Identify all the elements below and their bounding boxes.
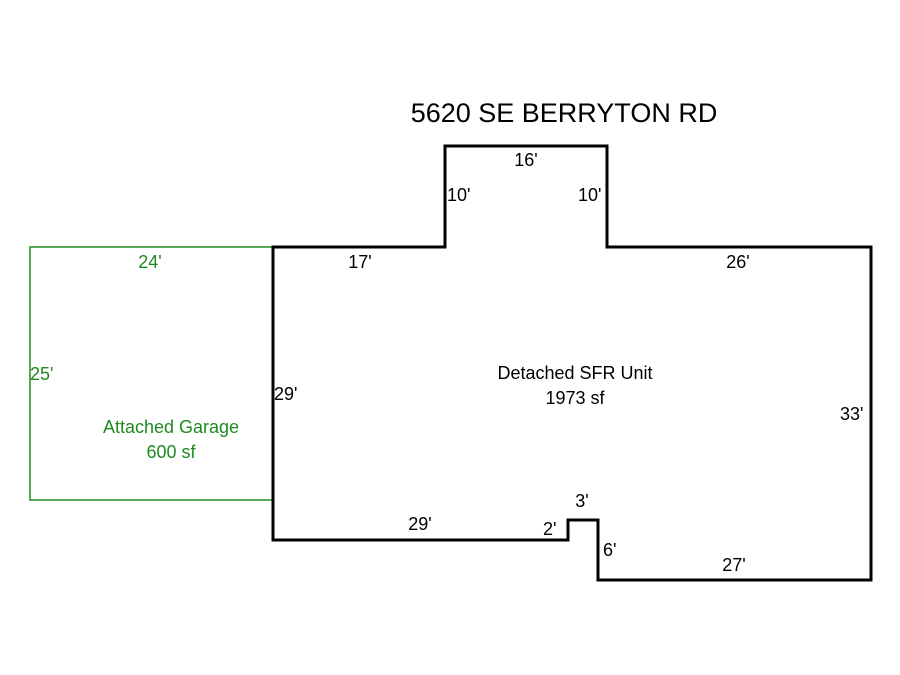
- dim-bottom-left: 29': [408, 514, 431, 534]
- dim-notch-right: 6': [603, 540, 616, 560]
- dim-bump-top: 16': [514, 150, 537, 170]
- garage-area: 600 sf: [146, 442, 196, 462]
- garage-outline: [29, 246, 274, 501]
- dim-right: 33': [840, 404, 863, 424]
- unit-area: 1973 sf: [545, 388, 605, 408]
- dim-left: 29': [274, 384, 297, 404]
- dim-bump-left: 10': [447, 185, 470, 205]
- dim-notch-top: 3': [575, 491, 588, 511]
- main-unit-outline: [271, 144, 873, 582]
- dim-bump-right: 10': [578, 185, 601, 205]
- dim-notch-left: 2': [543, 519, 556, 539]
- garage-dim-top: 24': [138, 252, 161, 272]
- garage-dim-left: 25': [30, 364, 53, 384]
- garage-name: Attached Garage: [103, 417, 239, 437]
- unit-name: Detached SFR Unit: [497, 363, 652, 383]
- dim-top-right: 26': [726, 252, 749, 272]
- sketch-title: 5620 SE BERRYTON RD: [411, 98, 718, 128]
- dim-bottom-right: 27': [722, 555, 745, 575]
- dim-top-left: 17': [348, 252, 371, 272]
